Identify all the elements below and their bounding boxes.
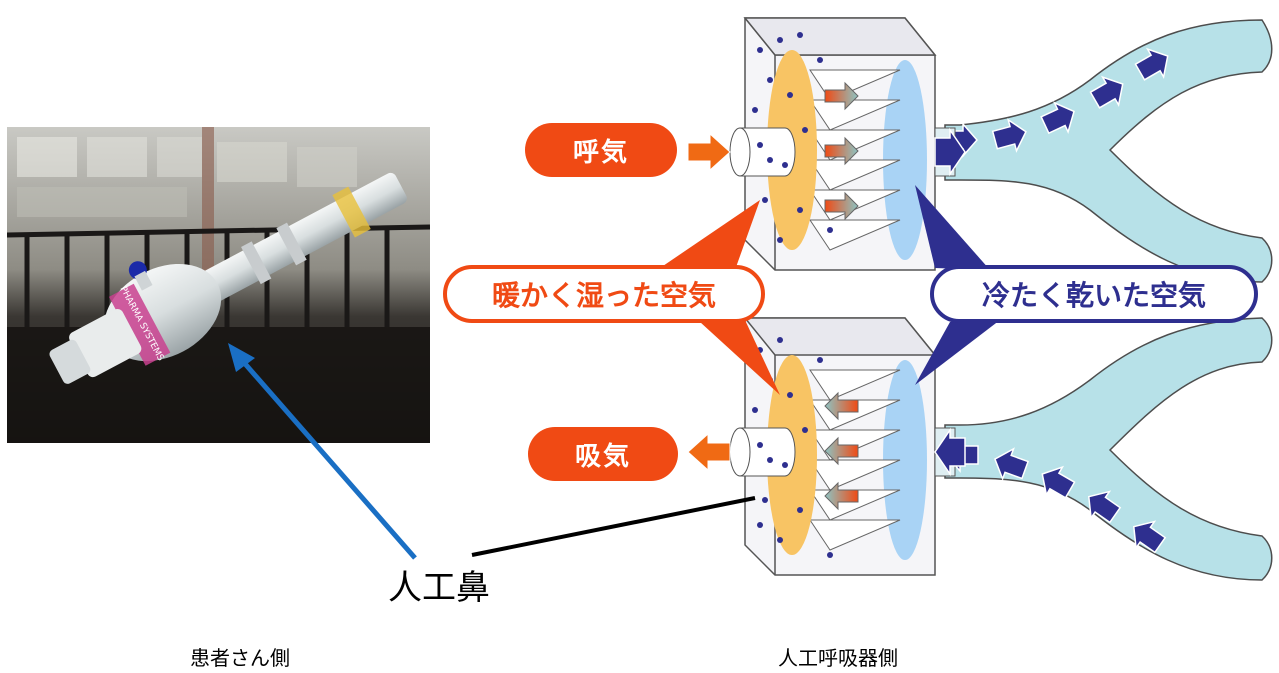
photo-pointer-arrow (238, 356, 417, 560)
hme-box-bottom (729, 317, 966, 576)
hme-box-top (729, 17, 966, 271)
warm-humid-air-label: 暖かく湿った空気 (443, 265, 765, 323)
hme-device: PHARMA SYSTEMS (49, 172, 407, 384)
ventilator-side-label: 人工呼吸器側 (778, 646, 898, 670)
cool-callout-pointer-2 (915, 320, 1000, 385)
diagram-pointer-line (471, 496, 756, 557)
warm-callout-pointer-2 (700, 320, 780, 395)
ventilator-tube-bottom (944, 317, 1273, 581)
patient-side-label: 患者さん側 (190, 646, 290, 670)
cool-callout-pointer (915, 185, 990, 270)
ventilator-tube-top (944, 19, 1273, 283)
exhale-label: 呼気 (525, 123, 677, 177)
exhale-arrow (687, 132, 731, 172)
inhale-arrow (687, 432, 731, 472)
hme-photo: PHARMA SYSTEMS (7, 127, 430, 443)
warm-callout-pointer (660, 200, 760, 270)
background-windows (17, 127, 357, 277)
inhale-label: 吸気 (528, 427, 678, 481)
artificial-nose-label: 人工鼻 (388, 568, 490, 608)
cool-dry-air-label: 冷たく乾いた空気 (930, 265, 1258, 323)
